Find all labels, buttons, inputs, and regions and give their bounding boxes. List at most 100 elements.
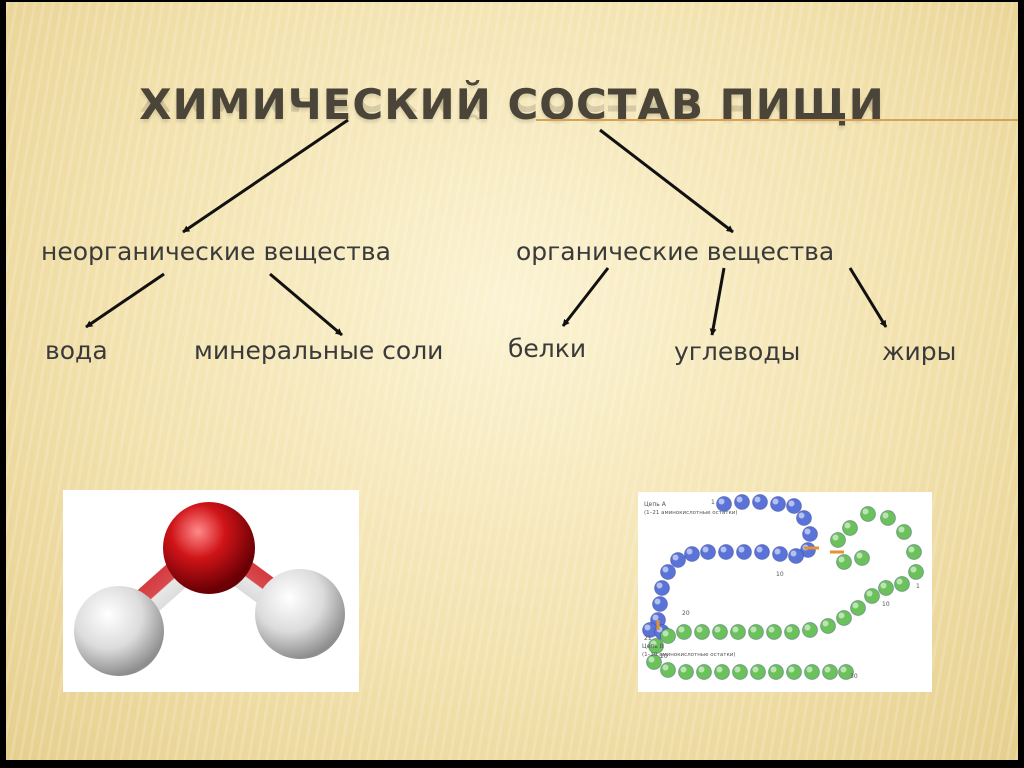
item-fats: жиры <box>882 337 957 366</box>
arrow-organic-to-proteins <box>561 267 610 327</box>
chain-a-bead-highlight <box>790 550 797 557</box>
chain-b-bead-highlight <box>838 612 845 619</box>
chain-b-bead <box>820 618 836 634</box>
chain-a-bead <box>652 596 668 612</box>
chain-b-bead <box>730 624 746 640</box>
chain-b-bead <box>714 664 730 680</box>
chain-a-bead-highlight <box>672 554 679 561</box>
chain-b-bead <box>822 664 838 680</box>
chain-b-bead <box>768 664 784 680</box>
chain-b-bead <box>712 624 728 640</box>
chain-a-bead <box>684 546 700 562</box>
arrow-organic-to-fats <box>848 267 888 328</box>
chain-a-bead <box>670 552 686 568</box>
chain-b-bead-highlight <box>650 640 657 647</box>
chain-b-bead-highlight <box>714 626 721 633</box>
chain-b-bead <box>732 664 748 680</box>
item-proteins: белки <box>508 334 587 363</box>
chain-b-bead-highlight <box>824 666 831 673</box>
chain-a-bead-highlight <box>774 548 781 555</box>
chain-a-bead-highlight <box>756 546 763 553</box>
chain-b-bead-highlight <box>822 620 829 627</box>
chain-a-bead-highlight <box>686 548 693 555</box>
num-b-10: 10 <box>882 601 890 608</box>
chain-b-bead <box>660 628 676 644</box>
chain-b-bead-highlight <box>788 666 795 673</box>
chain-b-label: Цепь В <box>642 643 664 650</box>
chain-a-bead <box>654 580 670 596</box>
chain-b-bead <box>896 524 912 540</box>
chain-a-bead <box>700 544 716 560</box>
chain-a-bead-highlight <box>662 566 669 573</box>
chain-a-bead <box>752 494 768 510</box>
num-b-30: 30 <box>850 673 858 680</box>
chain-b-bead-highlight <box>734 666 741 673</box>
arrow-title-to-inorganic <box>182 118 349 234</box>
chain-b-bead-highlight <box>840 666 847 673</box>
num-a-20: 20 <box>682 610 690 617</box>
chain-a <box>642 494 818 640</box>
category-inorganic: неорганические вещества <box>41 237 391 266</box>
chain-b-bead <box>842 520 858 536</box>
chain-b-bead <box>766 624 782 640</box>
chain-b-bead-highlight <box>880 582 887 589</box>
chain-a-desc: (1–21 аминокислотные остатки) <box>644 510 737 516</box>
chain-b-bead <box>906 544 922 560</box>
chain-b-bead <box>802 622 818 638</box>
chain-b-bead-highlight <box>786 626 793 633</box>
num-a-10: 10 <box>776 571 784 578</box>
chain-b-bead-highlight <box>752 666 759 673</box>
chain-b-bead <box>786 664 802 680</box>
chain-a-bead-highlight <box>788 500 795 507</box>
chain-b-bead <box>660 662 676 678</box>
item-minerals: минеральные соли <box>194 336 444 365</box>
chain-a-bead-highlight <box>798 512 805 519</box>
num-a-1: 1 <box>711 499 715 506</box>
chain-b-bead <box>860 506 876 522</box>
chain-b-bead <box>908 564 924 580</box>
hydrogen-atom-left <box>74 586 164 676</box>
chain-b-bead-highlight <box>898 526 905 533</box>
chain-a-bead <box>736 544 752 560</box>
chain-b-bead <box>878 580 894 596</box>
chain-b-bead-highlight <box>866 590 873 597</box>
chain-b-bead-highlight <box>680 666 687 673</box>
chain-a-bead-highlight <box>754 496 761 503</box>
chain-a-bead-highlight <box>738 546 745 553</box>
chain-b-bead-highlight <box>908 546 915 553</box>
chain-a-bead <box>754 544 770 560</box>
chain-b-bead-highlight <box>698 666 705 673</box>
arrow-organic-to-carbs <box>709 267 726 336</box>
arrows-layer <box>85 118 888 337</box>
chain-b-bead <box>854 550 870 566</box>
chain-b-bead <box>850 600 866 616</box>
chain-b-bead-highlight <box>896 578 903 585</box>
water-molecule-image <box>63 490 359 692</box>
chain-b-bead-highlight <box>804 624 811 631</box>
chain-a-bead <box>660 564 676 580</box>
chain-b-bead-highlight <box>662 664 669 671</box>
chain-a-bead-highlight <box>736 496 743 503</box>
chain-a-bead-highlight <box>772 498 779 505</box>
chain-a-bead <box>770 496 786 512</box>
item-carbs: углеводы <box>674 337 801 366</box>
chain-a-bead <box>786 498 802 514</box>
chain-b-bead <box>750 664 766 680</box>
chain-b-bead <box>836 554 852 570</box>
chain-b-bead-highlight <box>648 656 655 663</box>
arrow-title-to-organic <box>599 128 734 234</box>
oxygen-atom <box>163 502 255 594</box>
chain-a-bead <box>718 544 734 560</box>
chain-b-bead-highlight <box>678 626 685 633</box>
chain-a-bead <box>796 510 812 526</box>
chain-b-bead-highlight <box>770 666 777 673</box>
chain-b-bead-highlight <box>856 552 863 559</box>
chain-a-bead <box>772 546 788 562</box>
chain-a-label: Цепь А <box>644 501 667 508</box>
hydrogen-atom-right <box>255 569 345 659</box>
chain-a-bead-highlight <box>654 598 661 605</box>
chain-a-bead-highlight <box>804 528 811 535</box>
chain-b-desc: (1–30 аминокислотные остатки) <box>642 652 735 658</box>
chain-a-bead-highlight <box>652 614 659 621</box>
num-a-21: 21 <box>644 635 652 642</box>
